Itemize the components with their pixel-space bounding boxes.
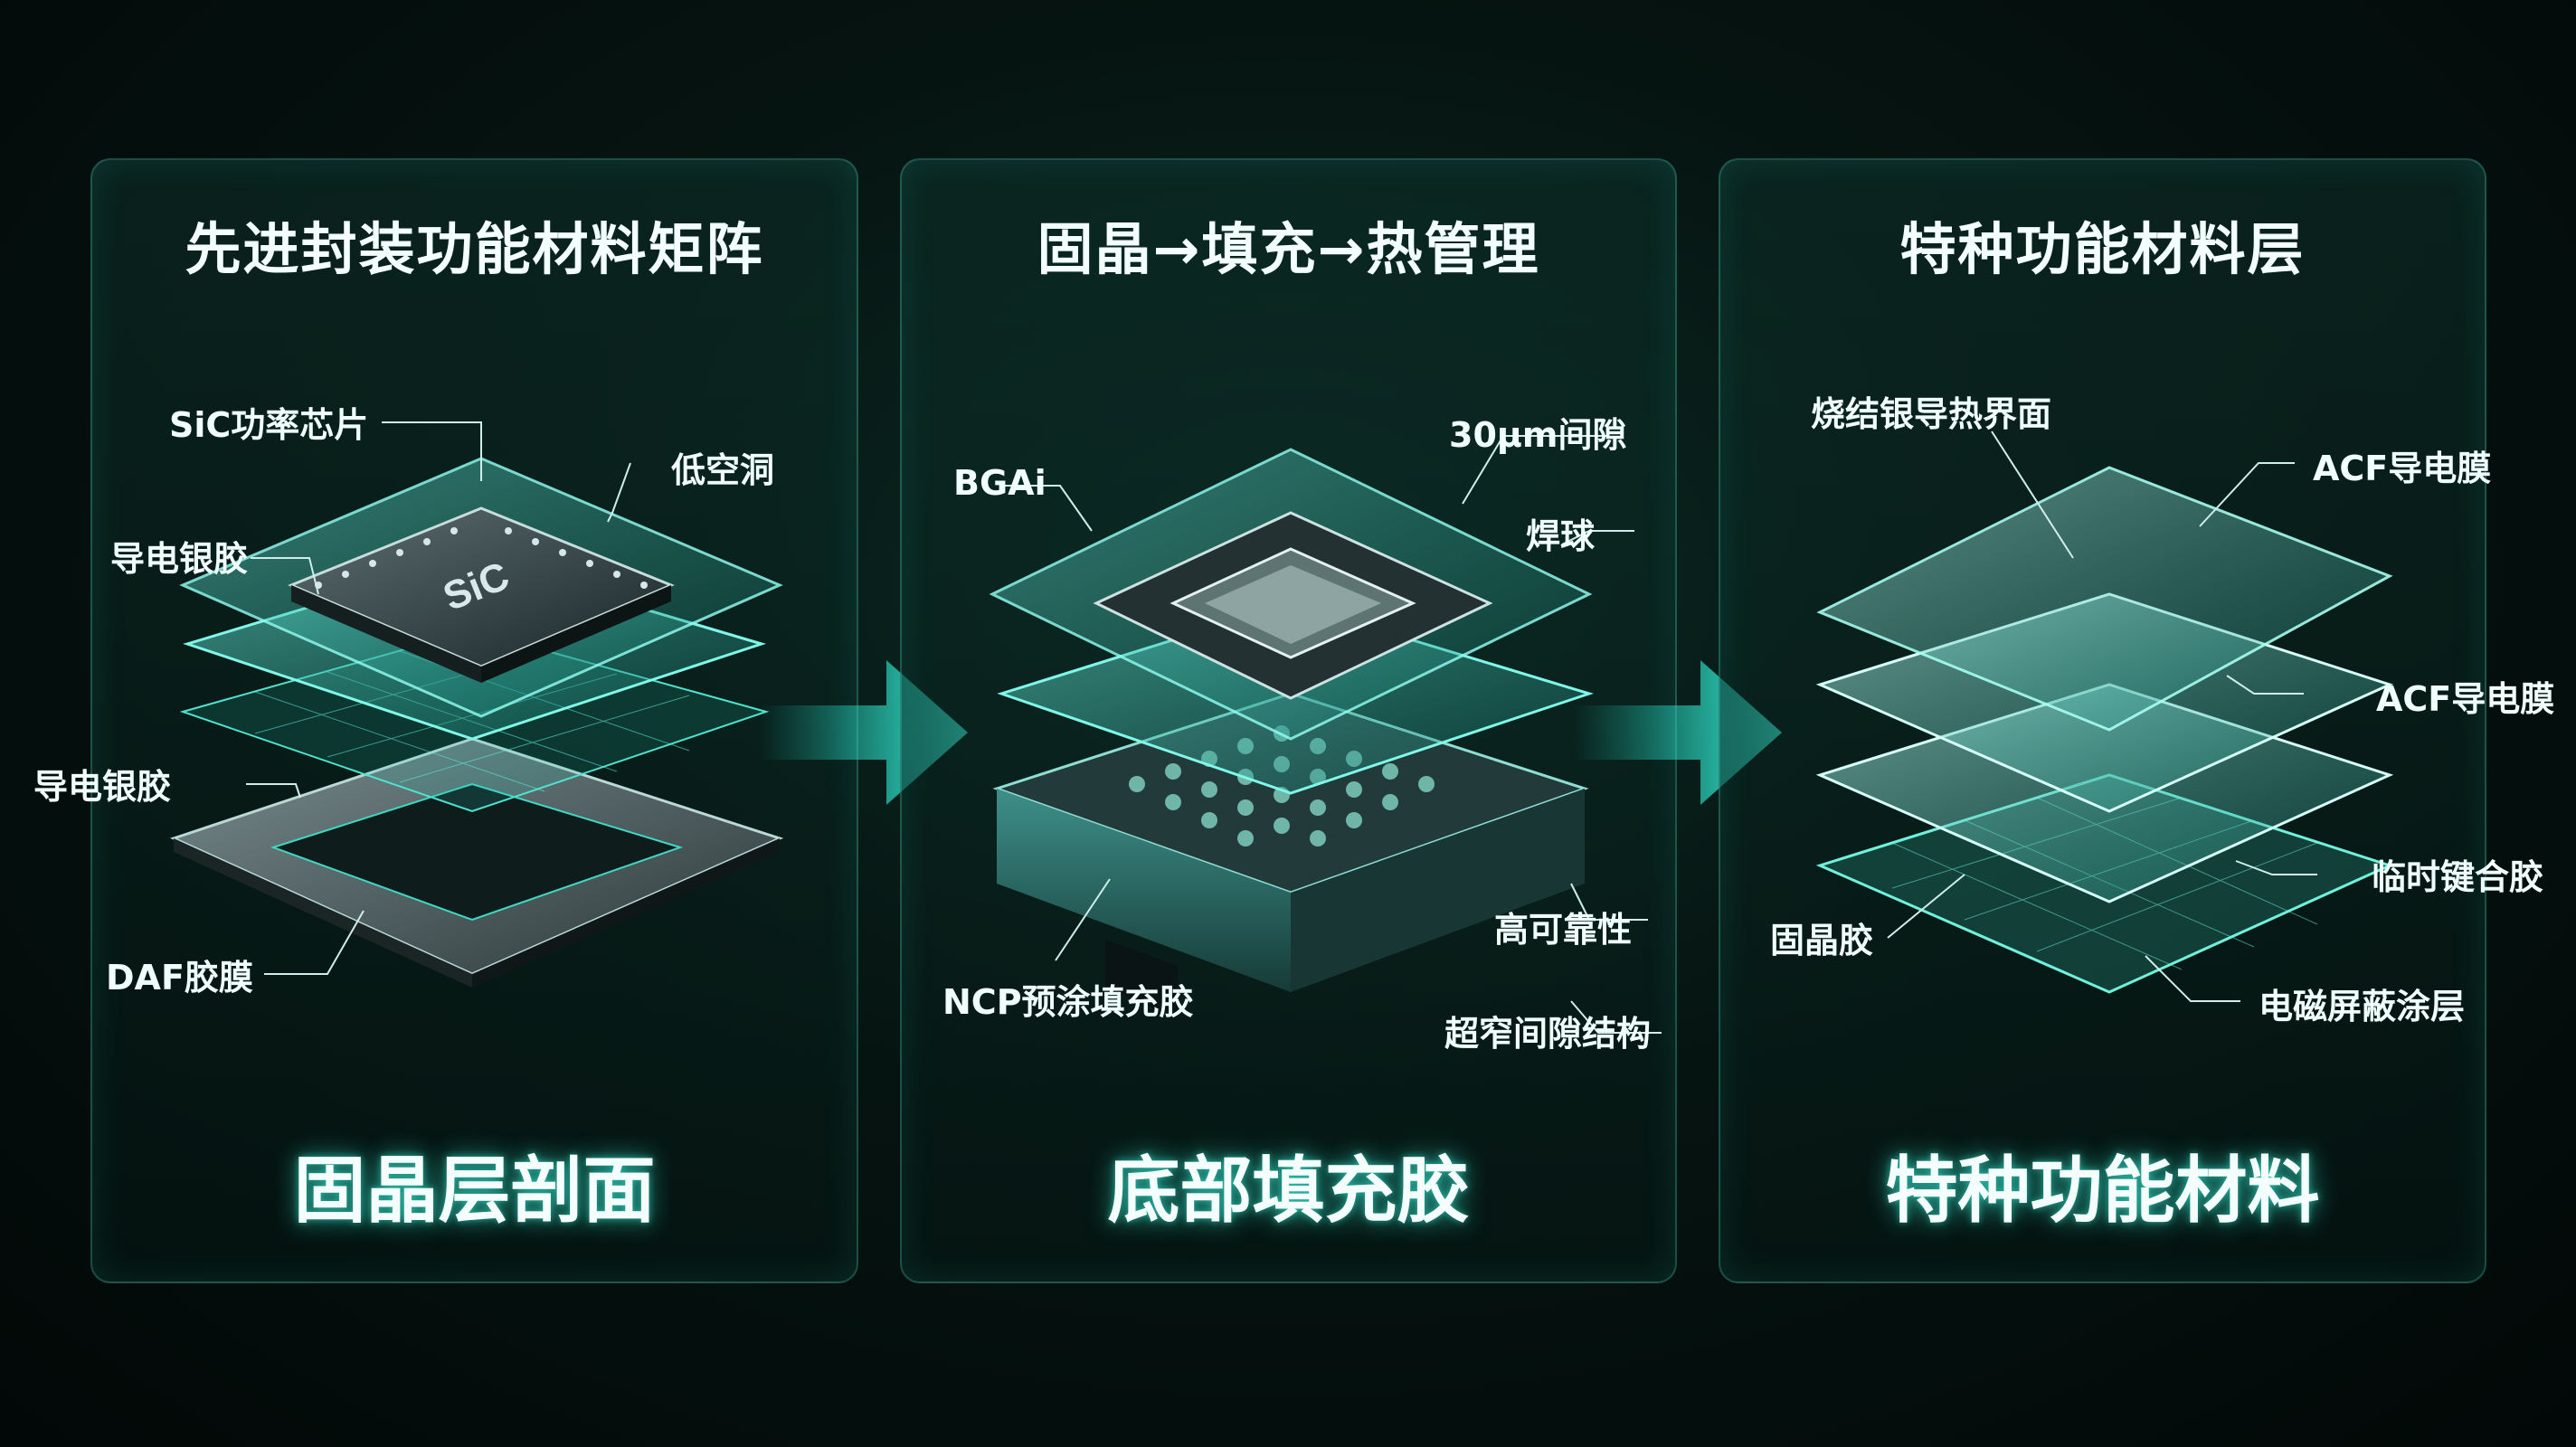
panel-underfill: 固晶→填充→热管理 bbox=[900, 158, 1677, 1283]
label-acf-middle: ACF导电膜 bbox=[2376, 679, 2555, 719]
substrate-layer bbox=[169, 737, 784, 988]
label-ncp: NCP预涂填充胶 bbox=[942, 982, 1194, 1022]
label-acf-top: ACF导电膜 bbox=[2313, 449, 2492, 488]
acf-layer-1 bbox=[1816, 466, 2393, 732]
panel-footer: 特种功能材料 bbox=[1885, 1149, 2320, 1233]
panel-title: 固晶→填充→热管理 bbox=[1037, 216, 1540, 282]
label-bga: BGAi bbox=[953, 463, 1046, 503]
panel-footer: 底部填充胶 bbox=[1107, 1149, 1470, 1233]
label-sic-chip: SiC功率芯片 bbox=[169, 405, 369, 445]
label-high-reliability: 高可靠性 bbox=[1494, 910, 1633, 950]
label-die-attach-glue: 固晶胶 bbox=[1770, 921, 1874, 960]
underfill-stack-illustration bbox=[989, 435, 1662, 1034]
label-conductive-glue-top: 导电银胶 bbox=[110, 539, 249, 579]
label-gap: 30μm间隙 bbox=[1449, 415, 1627, 455]
panel-special-materials: 特种功能材料层 烧结银导热界面 ACF导电膜 ACF导电膜 临时键合胶 固晶胶 bbox=[1719, 158, 2554, 1283]
bga-chip bbox=[1093, 511, 1493, 700]
die-attach-stack-illustration: SiC bbox=[169, 421, 784, 988]
material-layers-illustration bbox=[1815, 430, 2394, 1002]
label-narrow-gap: 超窄间隙结构 bbox=[1444, 1014, 1652, 1054]
panel-die-attach: 先进封装功能材料矩阵 bbox=[33, 158, 858, 1283]
label-conductive-glue-bottom: 导电银胶 bbox=[33, 767, 172, 807]
panel-title: 特种功能材料层 bbox=[1899, 216, 2306, 282]
panel-title: 先进封装功能材料矩阵 bbox=[185, 216, 764, 282]
sic-chip: SiC bbox=[288, 506, 675, 683]
label-solder-ball: 焊球 bbox=[1526, 516, 1596, 556]
label-daf-film: DAF胶膜 bbox=[106, 958, 253, 998]
panel-footer: 固晶层剖面 bbox=[293, 1149, 656, 1233]
label-low-void: 低空洞 bbox=[671, 450, 775, 490]
label-emi-coating: 电磁屏蔽涂层 bbox=[2259, 987, 2466, 1026]
label-sintered-silver: 烧结银导热界面 bbox=[1811, 394, 2052, 434]
label-temporary-bond: 临时键合胶 bbox=[2372, 857, 2544, 897]
